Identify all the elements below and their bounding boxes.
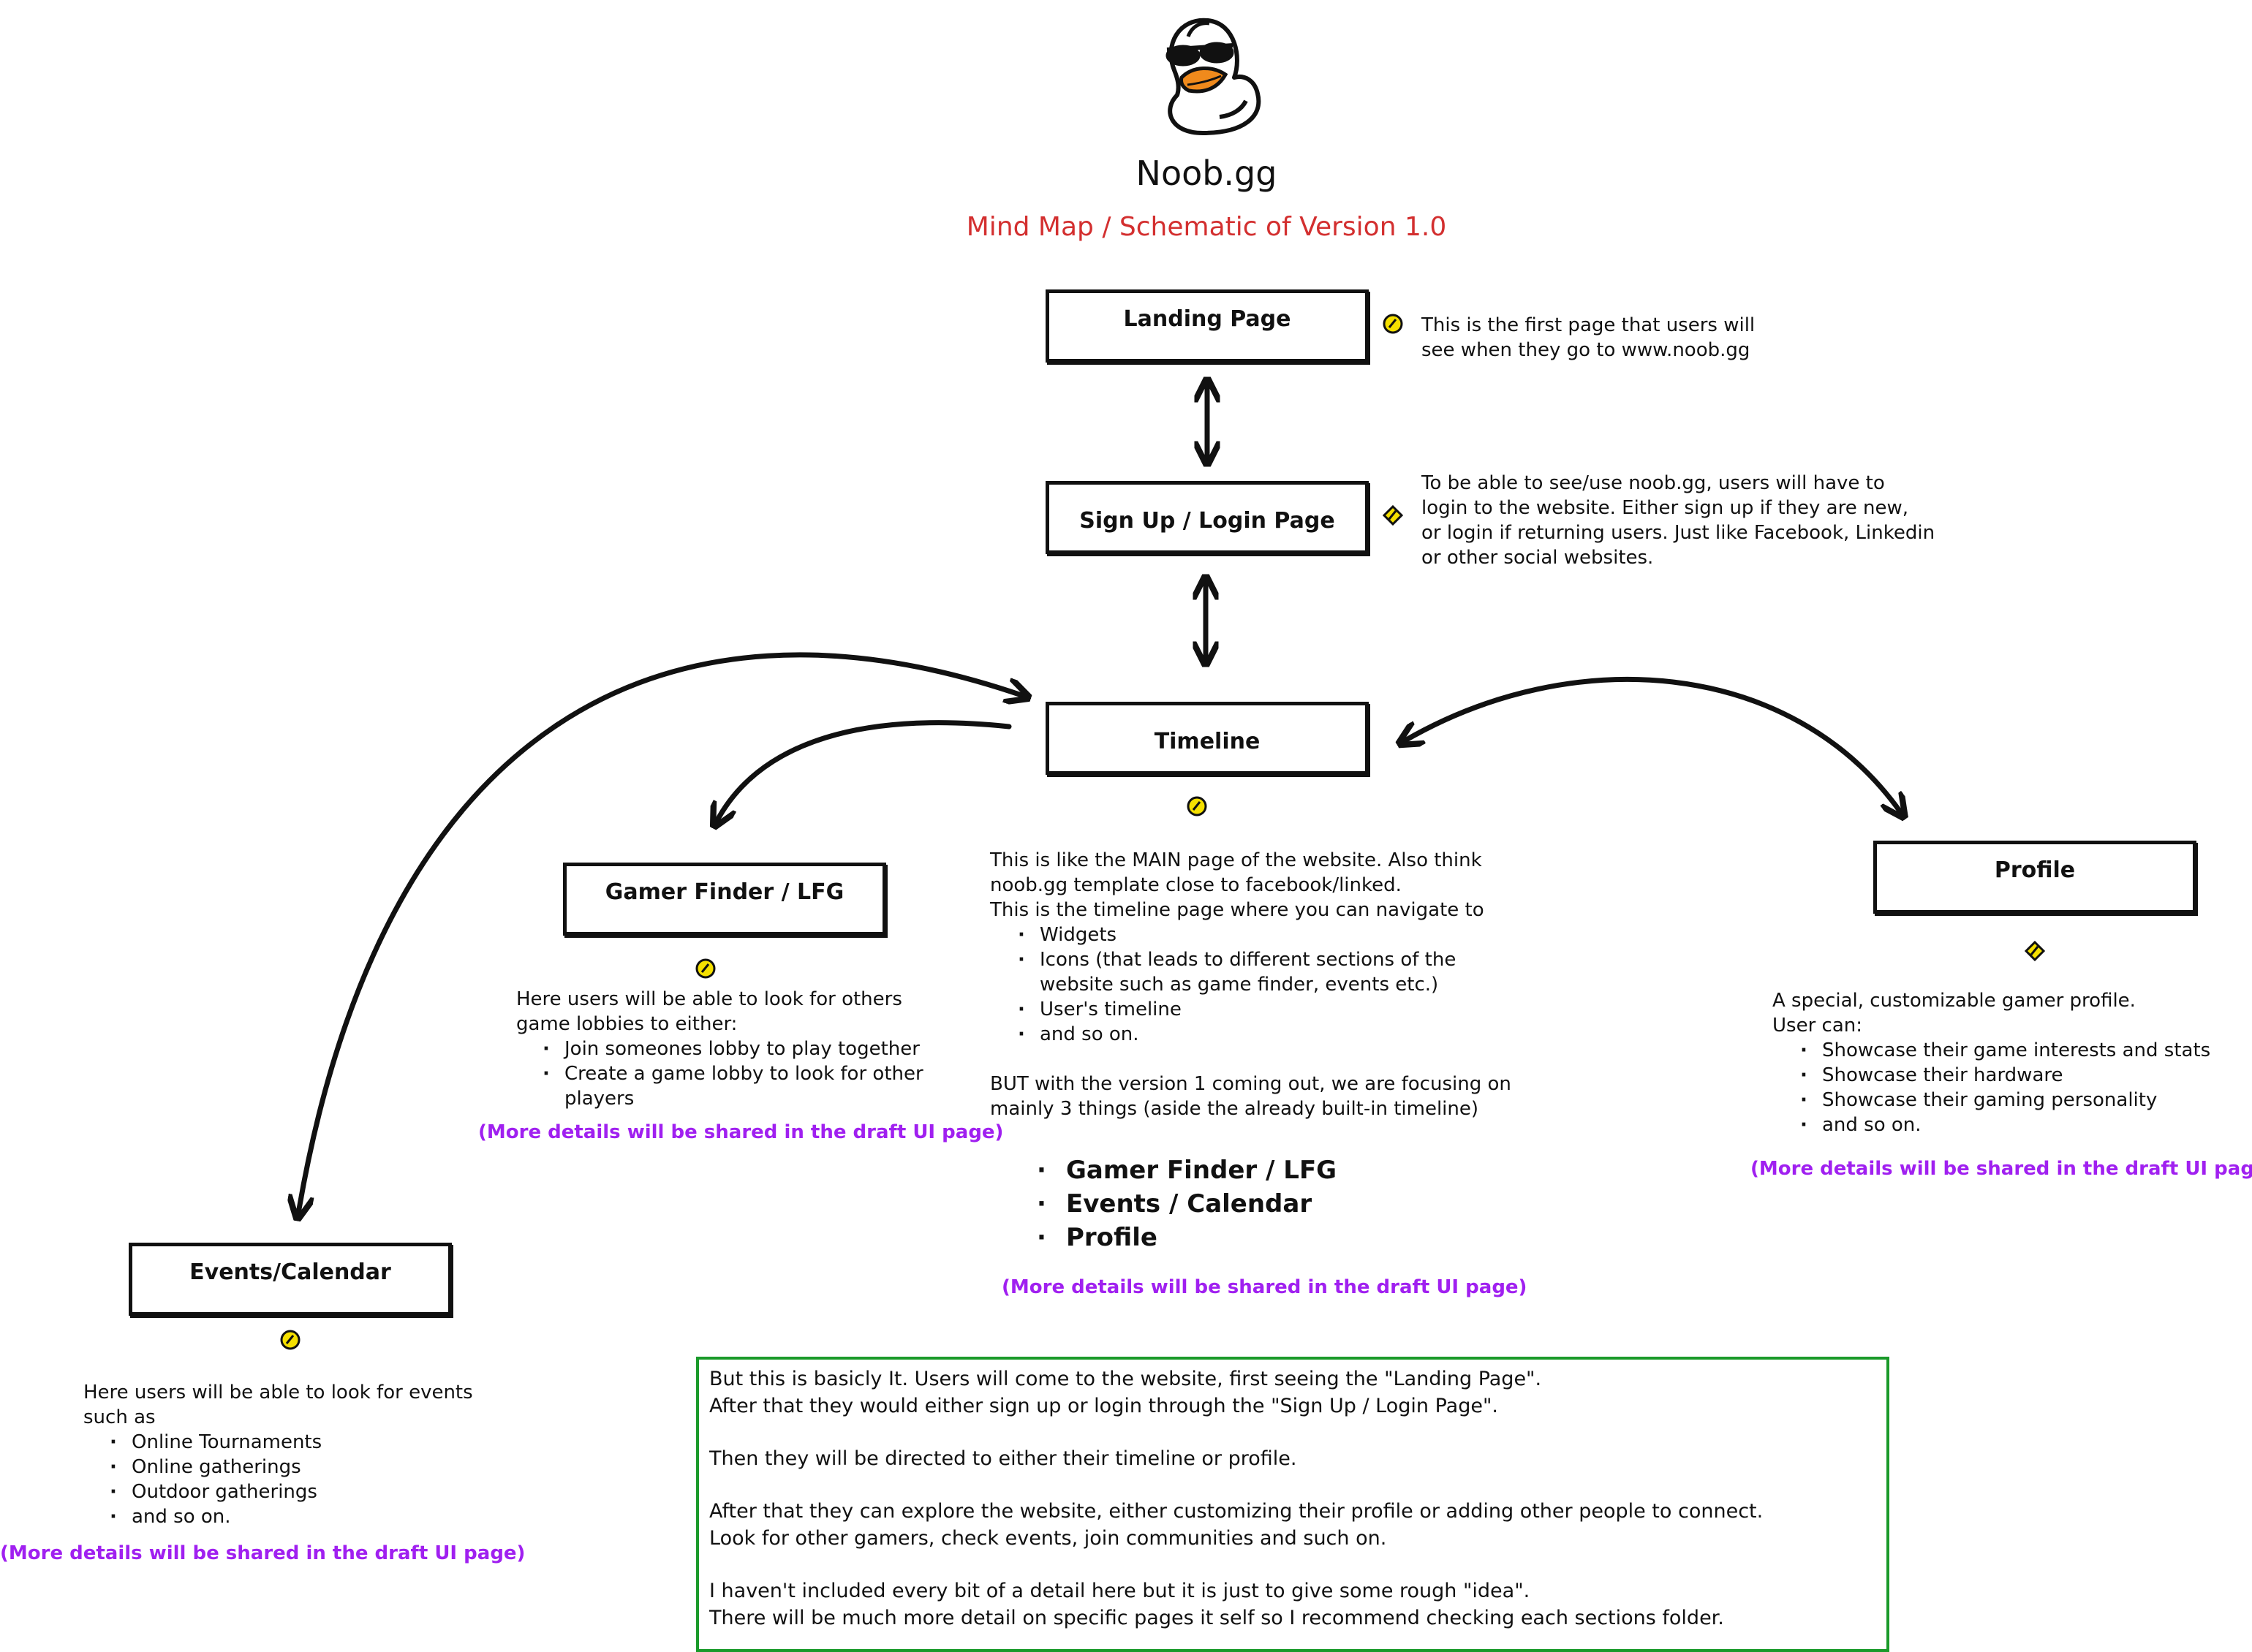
node-label: Events/Calendar: [189, 1259, 391, 1285]
node-landing-page[interactable]: Landing Page: [1046, 289, 1369, 363]
events-more-details-note: (More details will be shared in the draf…: [0, 1542, 526, 1564]
page-title: Noob.gg: [1136, 154, 1277, 193]
page-subtitle: Mind Map / Schematic of Version 1.0: [966, 212, 1447, 242]
list-item: Widgets: [1015, 922, 1511, 947]
list-item: and so on.: [1015, 1022, 1511, 1047]
node-label: Landing Page: [1123, 306, 1291, 332]
summary-paragraph: But this is basicly It. Users will come …: [709, 1368, 1542, 1417]
yellow-pin-icon: [1383, 314, 1403, 334]
yellow-pin-icon: [280, 1330, 301, 1350]
landing-description: This is the first page that users will s…: [1421, 314, 1756, 361]
signup-description: To be able to see/use noob.gg, users wil…: [1421, 472, 1935, 569]
duck-with-sunglasses-icon: [1165, 18, 1261, 135]
list-item: website such as game finder, events etc.…: [1040, 974, 1439, 996]
node-timeline[interactable]: Timeline: [1046, 702, 1369, 775]
focus-item: Gamer Finder / LFG: [1034, 1153, 1337, 1187]
node-label: Profile: [1994, 857, 2076, 883]
gamer-finder-more-details-note: (More details will be shared in the draf…: [478, 1121, 1004, 1143]
arrow-timeline-profile: [1404, 676, 1901, 813]
focus-item: Profile: [1034, 1221, 1337, 1254]
summary-box: But this is basicly It. Users will come …: [696, 1357, 1889, 1652]
list-item: Icons (that leads to different sections …: [1015, 947, 1511, 972]
node-label: Gamer Finder / LFG: [605, 879, 844, 905]
node-label: Timeline: [1154, 729, 1261, 754]
yellow-pin-icon: [695, 958, 716, 979]
list-item: Showcase their hardware: [1797, 1063, 2210, 1088]
profile-more-details-note: (More details will be shared in the draf…: [1750, 1158, 2252, 1180]
events-description: Here users will be able to look for even…: [83, 1380, 473, 1529]
list-item: Showcase their game interests and stats: [1797, 1038, 2210, 1063]
node-signup-login-page[interactable]: Sign Up / Login Page: [1046, 481, 1369, 554]
yellow-pin-icon: [2024, 940, 2046, 962]
arrow-timeline-events: [298, 652, 1024, 1213]
node-gamer-finder[interactable]: Gamer Finder / LFG: [563, 863, 886, 936]
list-item: players: [564, 1088, 635, 1110]
list-item: Online Tournaments: [107, 1430, 473, 1455]
summary-paragraph: Then they will be directed to either the…: [709, 1447, 1297, 1470]
list-item: User's timeline: [1015, 997, 1511, 1022]
node-label: Sign Up / Login Page: [1079, 508, 1335, 534]
summary-paragraph: I haven't included every bit of a detail…: [709, 1580, 1724, 1629]
focus-item: Events / Calendar: [1034, 1187, 1337, 1221]
node-events-calendar[interactable]: Events/Calendar: [129, 1243, 452, 1316]
list-item: and so on.: [107, 1504, 473, 1529]
yellow-pin-icon: [1187, 796, 1207, 816]
list-item: Outdoor gatherings: [107, 1479, 473, 1504]
list-item: Join someones lobby to play together: [540, 1037, 923, 1061]
list-item: and so on.: [1797, 1113, 2210, 1137]
list-item: Create a game lobby to look for other: [540, 1061, 923, 1086]
list-item: Showcase their gaming personality: [1797, 1088, 2210, 1113]
profile-description: A special, customizable gamer profile. U…: [1772, 988, 2210, 1137]
arrow-timeline-gamer-finder: [717, 720, 1012, 822]
list-item: Online gatherings: [107, 1455, 473, 1479]
timeline-description: This is like the MAIN page of the websit…: [990, 848, 1511, 1121]
timeline-more-details-note: (More details will be shared in the draf…: [1002, 1276, 1527, 1298]
gamer-finder-description: Here users will be able to look for othe…: [516, 987, 923, 1111]
yellow-pin-icon: [1382, 504, 1404, 526]
timeline-focus-list: Gamer Finder / LFG Events / Calendar Pro…: [1034, 1153, 1337, 1254]
node-profile[interactable]: Profile: [1873, 841, 2196, 914]
summary-paragraph: After that they can explore the website,…: [709, 1500, 1764, 1550]
